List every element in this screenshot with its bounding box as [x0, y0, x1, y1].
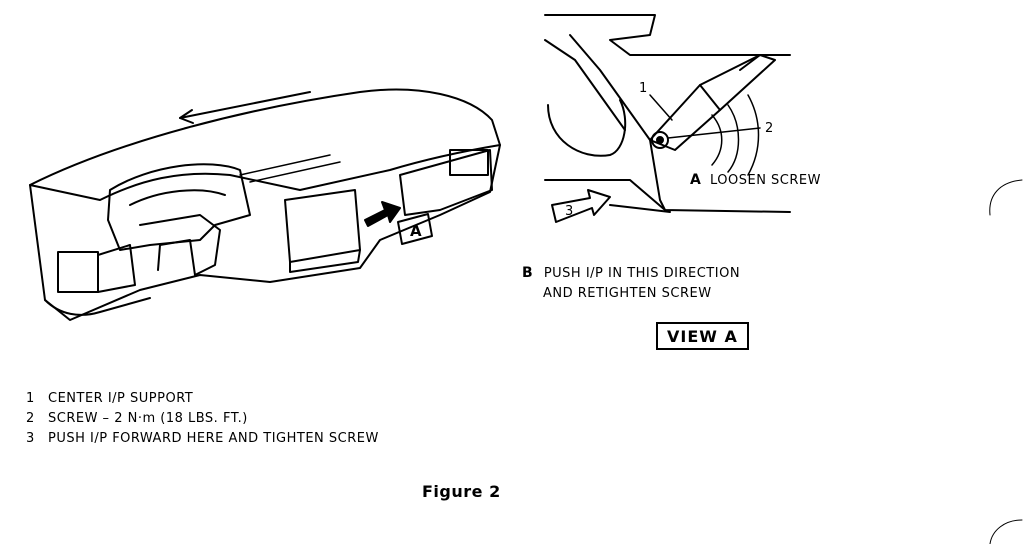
detail-wall	[569, 34, 666, 211]
view-a-label: VIEW A	[656, 322, 749, 350]
callout-1: 1	[639, 81, 648, 96]
legend: 1 CENTER I/P SUPPORT 2 SCREW – 2 N·m (18 L…	[26, 392, 379, 445]
view-a-marker-box	[397, 213, 433, 245]
detail-round-boss	[547, 99, 627, 157]
callout-3: 3	[565, 204, 574, 219]
step-a-letter: A	[690, 172, 702, 188]
legend-item: 2 SCREW – 2 N·m (18 LBS. FT.)	[26, 412, 379, 425]
steering-bracket	[139, 214, 221, 276]
cluster-opening	[107, 163, 251, 251]
legend-item: 1 CENTER I/P SUPPORT	[26, 392, 379, 405]
legend-text: SCREW – 2 N·m (18 LBS. FT.)	[48, 411, 248, 426]
ip-front-face	[29, 144, 501, 321]
step-b-line2: AND RETIGHTEN SCREW	[543, 286, 712, 301]
legend-text: CENTER I/P SUPPORT	[48, 391, 194, 406]
legend-text: PUSH I/P FORWARD HERE AND TIGHTEN SCREW	[48, 431, 379, 446]
push-arrow-3	[551, 189, 611, 223]
step-a: A LOOSEN SCREW	[690, 173, 821, 187]
legend-num: 1	[26, 391, 35, 406]
detail-support-bracket	[649, 54, 776, 151]
legend-item: 3 PUSH I/P FORWARD HERE AND TIGHTEN SCREW	[26, 432, 379, 445]
callout-2: 2	[765, 121, 774, 136]
detail-frame-top	[544, 14, 791, 56]
glovebox-area	[399, 149, 493, 216]
push-arrow-a	[364, 201, 401, 227]
detail-screw	[651, 131, 669, 149]
legend-num: 3	[26, 431, 35, 446]
step-b-letter: B	[522, 265, 534, 281]
step-b-line1: PUSH I/P IN THIS DIRECTION	[543, 266, 741, 281]
forward-arrow	[179, 91, 311, 119]
ip-top-pad	[29, 88, 501, 201]
legend-num: 2	[26, 411, 35, 426]
figure-caption: Figure 2	[422, 482, 501, 501]
ip-lower-edge	[44, 297, 151, 316]
leader-2	[667, 127, 761, 139]
leader-1	[649, 94, 673, 121]
step-b: B PUSH I/P IN THIS DIRECTION	[522, 266, 740, 280]
center-stack-opening	[284, 189, 361, 263]
view-a-marker-label: A	[410, 222, 423, 240]
step-a-text: LOOSEN SCREW	[709, 173, 821, 188]
left-side-panel	[57, 251, 99, 293]
